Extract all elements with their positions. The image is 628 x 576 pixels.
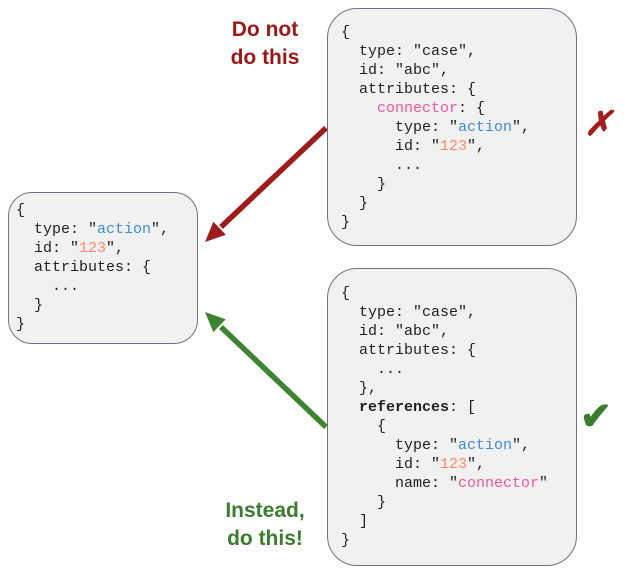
- do-not-label-line1: Do not: [231, 18, 299, 41]
- code-line: type: "action",: [341, 436, 576, 455]
- code-token: ",: [512, 119, 531, 136]
- code-token: attributes: {: [341, 81, 477, 98]
- code-line: }: [16, 315, 197, 334]
- code-token: type: ": [341, 437, 459, 454]
- code-box-action-object: { type: "action", id: "123", attributes:…: [8, 192, 198, 344]
- code-token: action: [458, 437, 513, 454]
- code-line: }: [341, 493, 576, 512]
- code-token: attributes: {: [16, 259, 152, 276]
- code-token: type: ": [16, 221, 98, 238]
- code-line: attributes: {: [16, 258, 197, 277]
- code-token: : {: [458, 100, 486, 117]
- code-token: [341, 100, 377, 117]
- code-token: ...: [16, 278, 80, 295]
- code-line: {: [16, 201, 197, 220]
- code-token: connector: [377, 100, 459, 117]
- instead-label-line1: Instead,: [225, 499, 305, 522]
- code-token: : [: [449, 399, 477, 416]
- code-token: action: [97, 221, 152, 238]
- code-token: }: [341, 494, 387, 511]
- code-line: {: [341, 417, 576, 436]
- code-line: }: [341, 531, 576, 550]
- code-token: type: "case",: [341, 304, 477, 321]
- code-line: id: "123",: [16, 239, 197, 258]
- code-token: }: [341, 195, 369, 212]
- code-token: type: ": [341, 119, 459, 136]
- code-token: connector: [458, 475, 540, 492]
- code-line: {: [341, 284, 576, 303]
- code-token: {: [341, 24, 351, 41]
- code-token: }: [16, 316, 26, 333]
- code-line: id: "123",: [341, 137, 576, 156]
- code-token: 123: [79, 240, 107, 257]
- code-token: 123: [440, 456, 468, 473]
- code-token: {: [341, 418, 387, 435]
- code-token: {: [16, 202, 26, 219]
- code-line: }: [341, 213, 576, 232]
- code-line: id: "abc",: [341, 61, 576, 80]
- code-token: ",: [106, 240, 125, 257]
- code-token: }: [341, 214, 351, 231]
- code-line: references: [: [341, 398, 576, 417]
- code-token: id: ": [16, 240, 80, 257]
- do-not-label: Do not do this: [200, 16, 330, 72]
- code-token: ...: [341, 157, 423, 174]
- code-token: references: [359, 399, 450, 416]
- code-token: }: [16, 297, 44, 314]
- code-token: ",: [467, 138, 486, 155]
- instead-label-line2: do this!: [227, 527, 303, 550]
- code-token: name: ": [341, 475, 459, 492]
- code-line: type: "action",: [341, 118, 576, 137]
- code-token: attributes: {: [341, 342, 477, 359]
- code-line: type: "case",: [341, 303, 576, 322]
- code-line: name: "connector": [341, 474, 576, 493]
- code-token: type: "case",: [341, 43, 477, 60]
- code-line: id: "123",: [341, 455, 576, 474]
- code-token: 123: [440, 138, 468, 155]
- code-line: ...: [16, 277, 197, 296]
- code-line: ...: [341, 156, 576, 175]
- code-token: id: ": [341, 456, 441, 473]
- code-token: ": [539, 475, 549, 492]
- code-line: {: [341, 23, 576, 42]
- code-line: ...: [341, 360, 576, 379]
- code-line: }: [341, 194, 576, 213]
- code-line: connector: {: [341, 99, 576, 118]
- do-not-label-line2: do this: [230, 46, 300, 69]
- check-mark-icon: ✔: [580, 396, 612, 438]
- code-token: },: [341, 380, 378, 397]
- instead-label: Instead, do this!: [200, 497, 330, 553]
- code-line: },: [341, 379, 576, 398]
- code-line: type: "action",: [16, 220, 197, 239]
- do-not-arrow: [205, 125, 328, 242]
- code-line: attributes: {: [341, 80, 576, 99]
- code-token: }: [341, 532, 351, 549]
- code-line: type: "case",: [341, 42, 576, 61]
- code-token: id: ": [341, 138, 441, 155]
- code-token: ]: [341, 513, 369, 530]
- code-line: }: [16, 296, 197, 315]
- code-line: ]: [341, 512, 576, 531]
- code-token: id: "abc",: [341, 323, 450, 340]
- code-token: }: [341, 176, 387, 193]
- x-mark-icon: ✗: [584, 105, 613, 143]
- code-box-case-references-array: { type: "case", id: "abc", attributes: {…: [327, 268, 577, 566]
- code-token: action: [458, 119, 513, 136]
- code-line: id: "abc",: [341, 322, 576, 341]
- code-token: ...: [341, 361, 405, 378]
- code-token: [341, 399, 359, 416]
- code-token: ",: [512, 437, 531, 454]
- code-line: }: [341, 175, 576, 194]
- code-box-case-nested-connector: { type: "case", id: "abc", attributes: {…: [327, 8, 577, 246]
- code-token: id: "abc",: [341, 62, 450, 79]
- code-token: ",: [467, 456, 486, 473]
- instead-arrow: [205, 312, 328, 429]
- code-line: attributes: {: [341, 341, 576, 360]
- code-token: {: [341, 285, 351, 302]
- code-token: ",: [151, 221, 170, 238]
